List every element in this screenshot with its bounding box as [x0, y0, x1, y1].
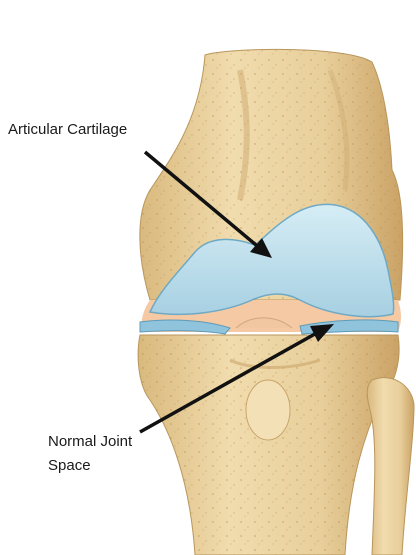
label-normal-joint-space: Normal Joint Space [48, 430, 132, 478]
label-normal-joint-line2: Space [48, 454, 132, 478]
label-normal-joint-line1: Normal Joint [48, 430, 132, 454]
label-articular-cartilage: Articular Cartilage [8, 118, 127, 142]
tibia-bone [138, 335, 399, 555]
fibula-bone [367, 378, 414, 555]
